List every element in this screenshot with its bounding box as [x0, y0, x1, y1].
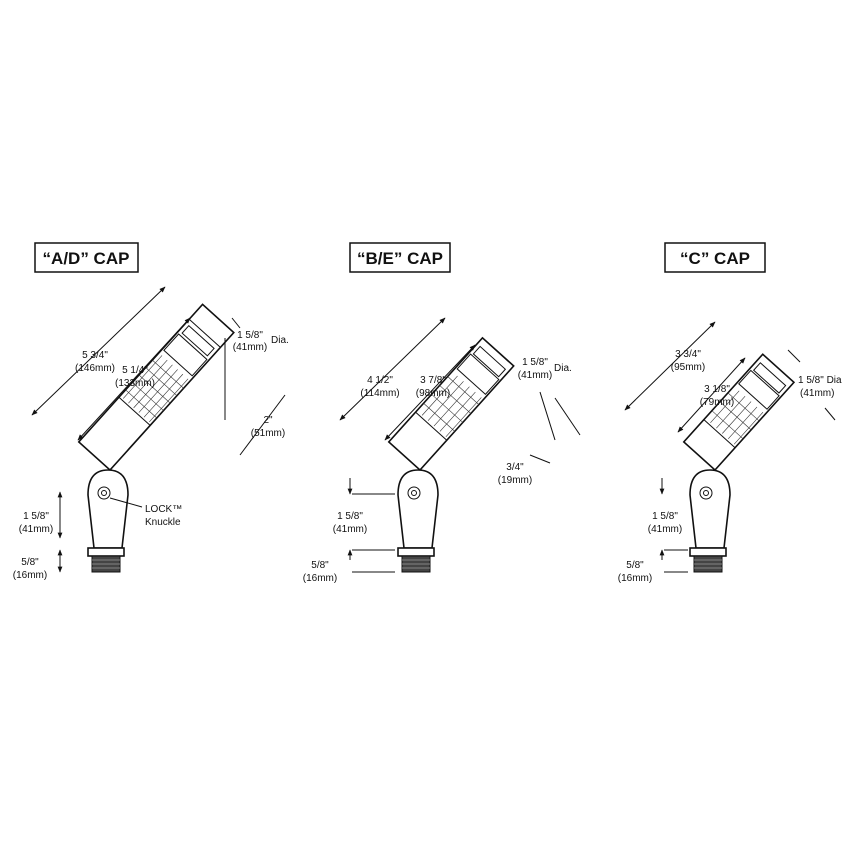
title-box-be [349, 242, 451, 273]
label-shield-mm-be: (19mm) [498, 475, 532, 486]
label-dia-mm-be: (41mm) [518, 370, 552, 381]
label-stem-be: 1 5/8" [337, 511, 363, 522]
label-inner-be: 3 7/8" [420, 375, 446, 386]
knuckle-stem-ad [87, 469, 129, 573]
shield-be [539, 391, 556, 441]
label-overall-mm-c: (95mm) [671, 362, 705, 373]
title-c: “C” CAP [680, 249, 750, 268]
title-ad: “A/D” CAP [43, 249, 130, 268]
label-thread-mm-c: (16mm) [618, 573, 652, 584]
label-dia-be: 1 5/8" [522, 357, 548, 368]
label-stem-c: 1 5/8" [652, 511, 678, 522]
label-lock-ad: LOCK™ [145, 504, 182, 515]
label-knuckle-ad: Knuckle [145, 517, 181, 528]
dim-line-dia2-c [824, 407, 836, 421]
dim-line-inner-be [384, 344, 476, 441]
fixture-body-ad [77, 303, 235, 472]
dim-line-inner-ad [77, 317, 191, 441]
title-box-c [664, 242, 766, 273]
lock-leader [109, 497, 143, 508]
dim-line-dia-c [787, 349, 801, 363]
label-inner-mm-ad: (133mm) [115, 378, 155, 389]
label-inner-mm-c: (79mm) [700, 397, 734, 408]
label-stem-mm-ad: (41mm) [19, 524, 53, 535]
label-thread-ad: 5/8" [21, 557, 39, 568]
label-shield-ad: 2" [263, 415, 273, 426]
diagram-ad-cap: “A/D” CAP [13, 242, 289, 581]
label-overall-mm-ad: (146mm) [75, 363, 115, 374]
label-thread-be: 5/8" [311, 560, 329, 571]
diagram-be-cap: “B/E” CAP [303, 242, 581, 584]
label-thread-mm-be: (16mm) [303, 573, 337, 584]
label-dia-ad: 1 5/8" [237, 330, 263, 341]
title-box-ad [34, 242, 139, 273]
label-shield-mm-ad: (51mm) [251, 428, 285, 439]
diagram-c-cap: “C” CAP [618, 242, 842, 584]
label-dia-c: 1 5/8" Dia [798, 375, 842, 386]
label-thread-mm-ad: (16mm) [13, 570, 47, 581]
label-dia-suffix-ad: Dia. [271, 335, 289, 346]
fixture-body-be [387, 336, 515, 472]
label-inner-c: 3 1/8" [704, 384, 730, 395]
knuckle-stem-c [689, 469, 731, 573]
dim-line-overall-c [624, 321, 716, 411]
dim-line-shield-ad [239, 394, 286, 456]
label-overall-ad: 5 3/4" [82, 350, 108, 361]
label-dia-suffix-be: Dia. [554, 363, 572, 374]
label-dia-mm-c: (41mm) [800, 388, 834, 399]
label-overall-mm-be: (114mm) [360, 388, 399, 399]
dim-line-inner-c [677, 357, 746, 433]
knuckle-stem-be [397, 469, 439, 573]
label-stem-mm-c: (41mm) [648, 524, 682, 535]
label-inner-ad: 5 1/4" [122, 365, 148, 376]
dim-line-dia-be [554, 397, 581, 436]
label-dia-mm-ad: (41mm) [233, 342, 267, 353]
title-be: “B/E” CAP [357, 249, 443, 268]
label-inner-mm-be: (98mm) [416, 388, 450, 399]
label-thread-c: 5/8" [626, 560, 644, 571]
label-overall-c: 3 3/4" [675, 349, 701, 360]
label-stem-mm-be: (41mm) [333, 524, 367, 535]
dim-line-dia-ad [231, 317, 241, 329]
label-shield-be: 3/4" [506, 462, 524, 473]
label-stem-ad: 1 5/8" [23, 511, 49, 522]
dim-line-shield-be [529, 454, 551, 464]
label-overall-be: 4 1/2" [367, 375, 393, 386]
